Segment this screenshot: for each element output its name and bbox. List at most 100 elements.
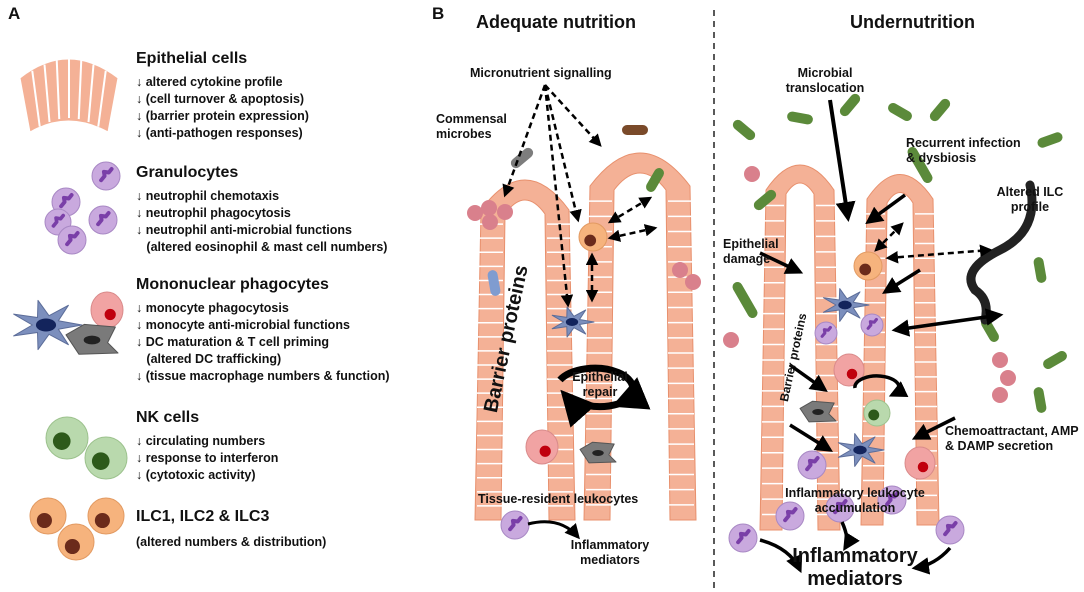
- macrophage-icon: [65, 323, 119, 355]
- arrow-granulocyte-microbe: [891, 308, 1004, 337]
- label-mediators-right: Inflammatory mediators: [770, 545, 940, 591]
- section-line: (altered DC trafficking): [136, 352, 282, 366]
- granulocyte-icon: [860, 313, 884, 337]
- nk-cell-icon: [84, 436, 128, 480]
- section-line: ↓ circulating numbers: [136, 434, 266, 448]
- section-title: NK cells: [136, 409, 200, 426]
- label-damage-1: Epithelial: [723, 237, 779, 251]
- arrow-infection: [865, 193, 907, 225]
- section-line: ↓ monocyte phagocytosis: [136, 301, 289, 315]
- right-title: Undernutrition: [850, 12, 975, 32]
- monocyte-icon: [904, 446, 936, 480]
- label-commensal-2: microbes: [436, 127, 492, 141]
- label-accum: Inflammatory leukocyte accumulation: [770, 486, 940, 516]
- microbe-icon: [992, 387, 1008, 403]
- section-line: ↓ response to interferon: [136, 451, 279, 465]
- section-line: ↓ neutrophil phagocytosis: [136, 206, 291, 220]
- microbe-icon: [497, 204, 513, 220]
- arrow-ilc-dc-right: [882, 268, 921, 294]
- section-line: ↓ (anti-pathogen responses): [136, 126, 303, 140]
- microbe-icon: [622, 125, 648, 135]
- panel-a-letter: A: [8, 4, 21, 23]
- arrow-mediators-3: [911, 546, 952, 575]
- monocyte-icon: [90, 291, 124, 329]
- label-mediators-left-1: Inflammatory: [570, 538, 650, 552]
- microbe-icon: [510, 147, 534, 169]
- dendritic-cell-icon: [551, 306, 595, 338]
- arrow-micronutrient-1: [502, 84, 547, 198]
- microbe-icon: [672, 262, 688, 278]
- label-translocation-1: Microbial: [797, 66, 853, 80]
- granulocyte-icon: [91, 161, 121, 191]
- label-accum-2: accumulation: [814, 501, 896, 515]
- ilc-icon: [57, 523, 95, 561]
- section-line: ↓ (barrier protein expression): [136, 109, 309, 123]
- microbe-icon: [732, 282, 758, 318]
- monocyte-icon: [833, 353, 865, 387]
- label-mediators-left: Inflammatory mediators: [560, 538, 660, 568]
- granulocyte-icon: [877, 485, 907, 515]
- arrow-barrier-to-cells: [788, 363, 828, 393]
- section-line: ↓ neutrophil anti-microbial functions: [136, 223, 352, 237]
- section-title: Granulocytes: [136, 164, 239, 181]
- arrow-chemo: [911, 416, 956, 440]
- granulocyte-icon: [797, 450, 827, 480]
- microbe-icon: [646, 168, 664, 192]
- arrow-mediators-1: [759, 538, 803, 574]
- granulocyte-icon: [935, 515, 965, 545]
- dendritic-cell-icon: [822, 288, 870, 322]
- label-infection-2: & dysbiosis: [906, 151, 977, 165]
- section-mononuclear: Mononuclear phagocytes ↓ monocyte phagoc…: [136, 276, 390, 385]
- arrow-cycle-right: [853, 374, 909, 397]
- microbe-icon: [1037, 132, 1063, 148]
- arrow-damage: [759, 251, 804, 274]
- nk-cell-icon: [45, 416, 89, 460]
- microbe-icon: [1000, 370, 1016, 386]
- label-accum-1: Inflammatory leukocyte: [785, 486, 925, 500]
- arrow-repair-cycle-2: [560, 389, 619, 428]
- granulocyte-icon: [88, 205, 118, 235]
- section-line: (altered numbers & distribution): [136, 535, 327, 549]
- microbe-icon: [1033, 257, 1047, 283]
- microbe-icon: [685, 274, 701, 290]
- granulocyte-icon: [775, 501, 805, 531]
- label-chemo-2: & DAMP secretion: [945, 439, 1054, 453]
- label-ilc-2: profile: [1010, 200, 1050, 214]
- macrophage-icon: [579, 441, 617, 464]
- granulocyte-icon: [57, 225, 87, 255]
- microbe-icon: [467, 205, 483, 221]
- section-line: ↓ neutrophil chemotaxis: [136, 189, 280, 203]
- label-translocation-2: translocation: [785, 81, 865, 95]
- section-title: ILC1, ILC2 & ILC3: [136, 508, 270, 525]
- arrow-ilc-epi-right: [874, 222, 904, 252]
- section-granulocytes: Granulocytes ↓ neutrophil chemotaxis ↓ n…: [136, 164, 387, 256]
- arrow-translocation: [828, 99, 856, 222]
- label-resident: Tissue-resident leukocytes: [478, 492, 639, 506]
- microbe-icon: [787, 111, 813, 125]
- label-translocation: Microbial translocation: [770, 66, 880, 96]
- label-ilc-1: Altered ILC: [996, 185, 1064, 199]
- ilc-icon: [87, 497, 125, 535]
- villus-left-2: [583, 152, 697, 521]
- microbe-icon: [482, 214, 498, 230]
- epithelial-cells-icon: [19, 58, 119, 133]
- section-line: ↓ DC maturation & T cell priming: [136, 335, 330, 349]
- microbe-icon: [723, 332, 739, 348]
- section-line: (altered eosinophil & mast cell numbers): [136, 240, 388, 254]
- microbe-icon: [907, 147, 933, 183]
- label-mediators-right-2: mediators: [807, 568, 903, 590]
- section-line: ↓ (cell turnover & apoptosis): [136, 92, 305, 106]
- arrow-mediators-2: [840, 521, 860, 551]
- arrow-micronutrient-3: [544, 84, 602, 147]
- arrow-mediators-left: [527, 520, 580, 540]
- dendritic-cell-icon: [837, 433, 885, 467]
- granulocyte-icon: [825, 493, 855, 523]
- macrophage-icon: [799, 400, 837, 423]
- arrow-barrier-to-accum: [789, 423, 833, 452]
- left-title: Adequate nutrition: [476, 12, 636, 32]
- monocyte-icon: [525, 429, 559, 465]
- microbe-icon: [929, 98, 951, 122]
- label-infection-1: Recurrent infection: [906, 136, 1021, 150]
- label-mediators-right-1: Inflammatory: [792, 545, 918, 567]
- microbe-icon: [487, 270, 501, 296]
